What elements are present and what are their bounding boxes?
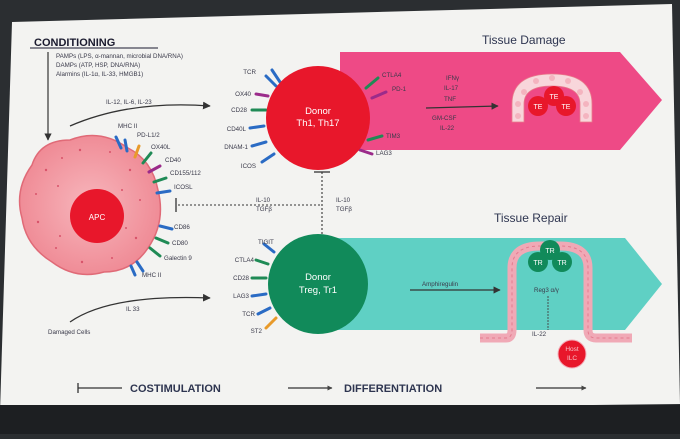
conditioning-alarmins: Alarmins (IL-1α, IL-33, HMGB1) xyxy=(56,71,143,78)
apc-label: APC xyxy=(89,213,106,222)
inhibition-left-tgfb: TGFβ xyxy=(256,206,272,213)
th-marker-ctla4: CTLA4 xyxy=(382,72,402,79)
te-label-1: TE xyxy=(550,94,559,101)
tissue-damage-band xyxy=(340,52,662,150)
apc-receptors xyxy=(114,135,174,277)
apc-marker-cd40: CD40 xyxy=(165,157,181,164)
conditioning-pamps: PAMPs (LPS, α-mannan, microbial DNA/RNA) xyxy=(56,53,183,60)
treg-marker-cd28: CD28 xyxy=(233,275,249,282)
apc-marker-cd80: CD80 xyxy=(172,240,188,247)
damage-cytokine-ifng: IFNγ xyxy=(446,75,460,82)
host-ilc-label-2: ILC xyxy=(567,355,577,362)
host-ilc-label-1: Host xyxy=(565,346,579,353)
donor-th-label-2: Th1, Th17 xyxy=(296,118,339,129)
damage-arrow xyxy=(425,102,499,110)
apc-marker-pdl: PD-L1/2 xyxy=(137,132,160,139)
te-cell-2 xyxy=(528,96,548,116)
tissue-repair-title: Tissue Repair xyxy=(494,211,568,225)
costimulation-label: COSTIMULATION xyxy=(130,383,221,395)
donor-treg-label-2: Treg, Tr1 xyxy=(299,285,337,296)
il22-label: IL-22 xyxy=(532,331,547,338)
damage-cytokine-tnf: TNF xyxy=(444,96,456,103)
apc-marker-cd86: CD86 xyxy=(174,224,190,231)
te-label-2: TE xyxy=(534,104,543,111)
amphiregulin-label: Amphiregulin xyxy=(422,281,459,288)
il33-arrow xyxy=(69,293,211,323)
apc-granules xyxy=(35,148,141,264)
th-marker-tcr: TCR xyxy=(243,69,256,76)
treg-marker-ctla4: CTLA4 xyxy=(235,257,255,264)
tr-cell-3 xyxy=(540,240,560,260)
screen-bezel xyxy=(0,405,680,434)
donor-treg-cell xyxy=(268,234,368,334)
th-marker-dnam1: DNAM-1 xyxy=(224,144,248,151)
apc-marker-galectin9: Galectin 9 xyxy=(164,255,192,262)
treg-marker-lag3: LAG3 xyxy=(233,293,249,300)
differentiation-label: DIFFERENTIATION xyxy=(344,383,442,395)
treg-marker-tcr: TCR xyxy=(242,311,255,318)
tissue-repair-band xyxy=(320,238,662,330)
apc-nucleus xyxy=(70,189,124,243)
epithelium-cells-damage xyxy=(515,75,589,119)
reg3-label: Reg3 α/γ xyxy=(534,287,560,294)
damage-cytokine-il22: IL-22 xyxy=(440,125,455,132)
host-ilc-cell xyxy=(557,339,587,369)
te-label-3: TE xyxy=(562,104,571,111)
inhibition-right-il10: IL-10 xyxy=(336,197,351,204)
apc-marker-mhcii-bottom: MHC II xyxy=(142,272,162,279)
te-cell-3 xyxy=(556,96,576,116)
treg-receptors xyxy=(250,242,278,330)
tr-label-2: TR xyxy=(557,260,566,267)
damage-cytokine-il17: IL-17 xyxy=(444,85,459,92)
th-marker-ox40: OX40 xyxy=(235,91,251,98)
cytokines-top-label: IL-12, IL-6, IL-23 xyxy=(106,99,152,106)
conditioning-damps: DAMPs (ATP, HSP, DNA/RNA) xyxy=(56,62,140,69)
il33-label: IL 33 xyxy=(126,306,140,313)
th-marker-pd1: PD-1 xyxy=(392,86,407,93)
donor-th-label-1: Donor xyxy=(305,106,331,117)
inhibition-right-tgfb: TGFβ xyxy=(336,206,352,213)
damage-cytokine-gmcsf: GM-CSF xyxy=(432,115,457,122)
apc-marker-icosl: ICOSL xyxy=(174,184,193,191)
inhibition-left-il10: IL-10 xyxy=(256,197,271,204)
donor-treg-label-1: Donor xyxy=(305,272,331,283)
th-marker-cd28: CD28 xyxy=(231,107,247,114)
apc-marker-mhcii-top: MHC II xyxy=(118,123,138,130)
tissue-damage-title: Tissue Damage xyxy=(482,33,566,47)
th-marker-cd40l: CD40L xyxy=(227,126,247,133)
th-marker-tim3: TIM3 xyxy=(386,133,401,140)
th-marker-icos: ICOS xyxy=(241,163,256,170)
conditioning-title: CONDITIONING xyxy=(34,37,115,49)
th-marker-lag3: LAG3 xyxy=(376,150,392,157)
treg-marker-st2: ST2 xyxy=(251,328,263,335)
treg-marker-tigit: TIGIT xyxy=(258,239,274,246)
apc-marker-ox40l: OX40L xyxy=(151,144,171,151)
apc-to-th-arrow xyxy=(69,101,211,127)
repair-epithelium-cells xyxy=(480,245,632,339)
damaged-epithelium xyxy=(511,73,593,123)
th-receptors xyxy=(248,68,388,164)
tr-label-3: TR xyxy=(545,248,554,255)
donor-th-cell xyxy=(266,66,370,170)
damaged-cells-label: Damaged Cells xyxy=(48,329,90,336)
apc-marker-cd155: CD155/112 xyxy=(170,170,201,177)
tr-label-1: TR xyxy=(533,260,542,267)
